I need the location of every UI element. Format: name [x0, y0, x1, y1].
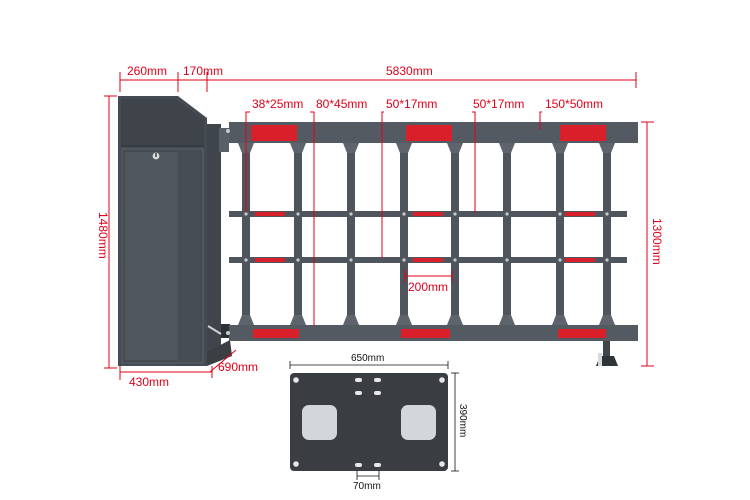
keyhole-icon [152, 152, 160, 160]
top-dimension-lines [119, 72, 637, 92]
reflector-strips [251, 125, 606, 338]
base-plate-height-label: 390mm [457, 404, 468, 437]
spec-leader-lines [245, 111, 542, 326]
cabinet-depth-dimension [119, 349, 237, 380]
vertical-bar-spec-2: 50*17mm [473, 97, 524, 111]
top-rail-spec: 38*25mm [252, 97, 303, 111]
boom-hinge [207, 124, 232, 366]
bar-spacing-label: 200mm [408, 280, 448, 294]
cabinet-depth-label: 430mm [129, 375, 169, 389]
vertical-bar-spec-1: 50*17mm [386, 97, 437, 111]
bar-collars [238, 143, 615, 325]
rivets [226, 129, 609, 335]
barrier-cabinet [118, 96, 207, 366]
cabinet-height-label: 1480mm [96, 212, 110, 259]
base-plate-dimension [289, 361, 459, 480]
cabinet-width-label: 260mm [127, 64, 167, 78]
main-beam-spec: 80*45mm [316, 97, 367, 111]
fence-vertical-bars [242, 143, 611, 325]
base-plate [290, 373, 448, 471]
boom-length-label: 5830mm [386, 64, 433, 78]
base-depth-label: 690mm [218, 360, 258, 374]
base-plate-width-label: 650mm [351, 353, 384, 364]
rail-section-spec: 150*50mm [545, 97, 603, 111]
bolt-spacing-label: 70mm [353, 481, 381, 492]
motor-offset-label: 170mm [183, 64, 223, 78]
fence-boom [229, 122, 638, 341]
fence-height-label: 1300mm [650, 218, 664, 265]
cabinet-height-dimension [104, 95, 117, 369]
fence-height-dimension [641, 121, 654, 367]
support-leg-icon [596, 341, 618, 366]
